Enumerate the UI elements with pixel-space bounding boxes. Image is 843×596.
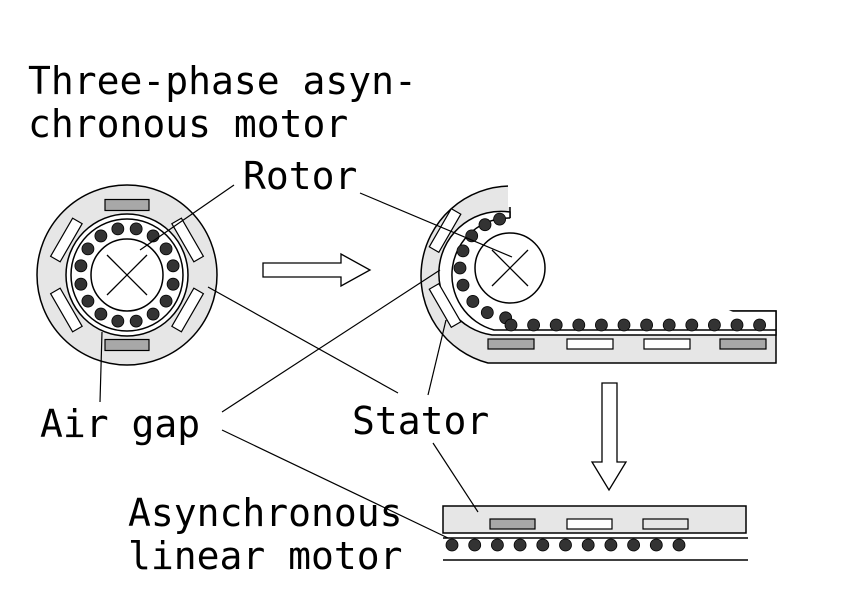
conductor-bar	[627, 538, 640, 552]
linear-winding	[642, 518, 689, 530]
conductor-bar	[74, 259, 88, 273]
conductor-bar	[166, 277, 180, 291]
linear-motor-label-line-1: Asynchronous	[128, 491, 403, 535]
conductor-bar	[730, 318, 744, 332]
title-line-1: Three-phase asyn-	[28, 59, 417, 103]
stator-winding	[428, 282, 462, 329]
conductor-bar	[453, 261, 467, 275]
conductor-bar	[672, 538, 686, 552]
conductor-bar	[549, 318, 563, 332]
conductor-bar	[480, 306, 494, 319]
linear-winding	[489, 518, 536, 530]
hollow-arrow-right-icon	[262, 252, 372, 288]
conductor-bar	[662, 318, 676, 332]
conductor-bar	[559, 538, 572, 552]
conductor-bar	[466, 295, 480, 308]
conductor-bar	[468, 538, 482, 552]
conductor-bar	[159, 294, 173, 308]
rotor-conductor-bars	[453, 212, 766, 332]
stator-leader-rotary	[207, 286, 399, 394]
conductor-bar	[513, 538, 527, 552]
unrolling-motor	[420, 177, 777, 364]
conductor-bar	[94, 229, 108, 243]
stator-winding	[643, 338, 691, 350]
rotor-shaft-icon	[106, 254, 148, 296]
air-gap-leader-rotary	[99, 331, 103, 403]
stator-winding	[171, 217, 205, 263]
stator-leader-unrolling	[427, 319, 447, 396]
conductor-bar	[527, 318, 540, 332]
conductor-bar	[604, 538, 618, 552]
conductor-bar	[708, 318, 721, 332]
conductor-bar	[166, 259, 180, 273]
leader-lines	[99, 184, 513, 539]
conductor-bar	[595, 318, 608, 332]
conductor-bar	[111, 222, 125, 236]
stator-leader-linear	[432, 442, 479, 513]
conductor-bar	[94, 307, 108, 321]
rotor-shaft-icon	[491, 249, 529, 287]
conductor-bar	[146, 229, 160, 243]
linear-motor-label-line-2: linear motor	[128, 534, 403, 578]
rotor-leader-left	[139, 184, 235, 251]
title-line-2: chronous motor	[28, 102, 348, 146]
rotor-leader-right	[359, 192, 513, 258]
conductor-bar	[129, 222, 143, 236]
conductor-bar	[536, 538, 550, 552]
air-gap-leader-linear	[221, 429, 449, 539]
rotor-label: Rotor	[243, 154, 357, 198]
stator-label: Stator	[352, 399, 489, 443]
conductor-bar	[685, 318, 699, 332]
conductor-bar	[493, 212, 507, 226]
conductor-bar	[111, 314, 125, 328]
air-gap-label: Air gap	[40, 402, 200, 446]
conductor-bar	[478, 218, 492, 232]
conductor-bar	[445, 538, 459, 552]
conductor-bar	[640, 318, 653, 332]
linear-winding	[566, 518, 613, 530]
conductor-bar	[581, 538, 595, 552]
conductor-bar	[129, 314, 143, 328]
stator-windings	[428, 207, 767, 350]
stator-winding	[428, 207, 462, 254]
conductor-bar	[649, 538, 663, 552]
air-gap-leader-unrolling	[221, 269, 441, 413]
linear-motor	[442, 505, 748, 561]
hollow-arrow-down-icon	[590, 382, 628, 492]
conductor-bar	[81, 294, 95, 308]
rotor-conductor-bars	[74, 222, 180, 328]
linear-conductor-bars	[445, 538, 686, 552]
stator-winding	[104, 338, 150, 352]
conductor-bar	[74, 277, 88, 291]
stator-winding	[171, 287, 205, 333]
stator-winding	[49, 217, 83, 263]
stator-winding	[104, 198, 150, 212]
conductor-bar	[504, 318, 518, 332]
stator-winding	[566, 338, 614, 350]
stator-windings	[49, 198, 205, 352]
rotary-motor	[36, 184, 218, 366]
conductor-bar	[617, 318, 631, 332]
stator-winding	[49, 287, 83, 333]
conductor-bar	[490, 538, 504, 552]
conductor-bar	[81, 242, 95, 256]
stator-winding	[719, 338, 767, 350]
conductor-bar	[456, 244, 470, 258]
conductor-bar	[753, 318, 766, 332]
conductor-bar	[159, 242, 173, 256]
conductor-bar	[456, 278, 470, 292]
conductor-bar	[572, 318, 586, 332]
conductor-bar	[146, 307, 160, 321]
stator-winding	[487, 338, 535, 350]
